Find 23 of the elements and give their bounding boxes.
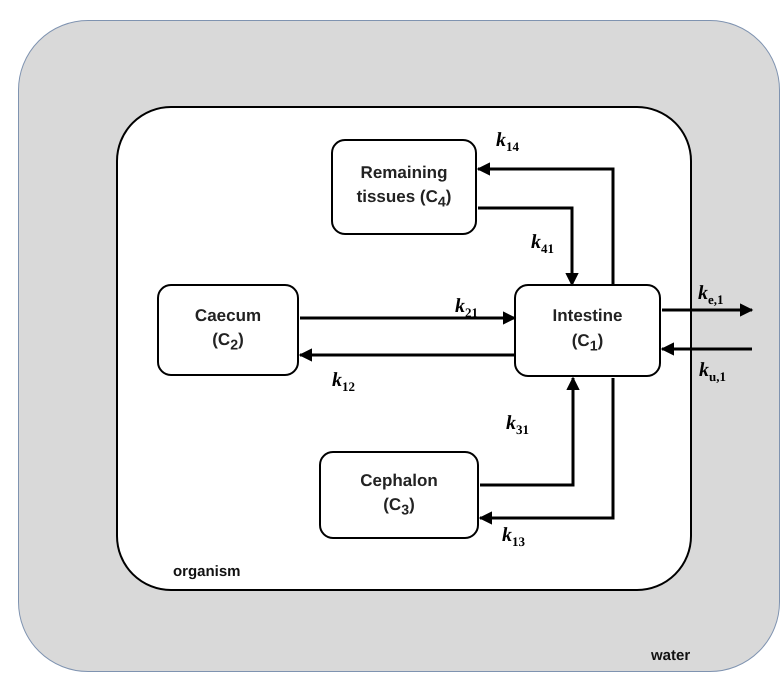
- compartment-box: Remaining tissues (C$_{4}$): [331, 139, 477, 235]
- rate-constant-label: k$_{e,1}$: [698, 283, 724, 306]
- compartment-box: Cephalon (C$_{3}$): [319, 451, 479, 539]
- rate-constant-label: k$_{u,1}$: [699, 360, 726, 383]
- organism-label: organism: [173, 563, 241, 580]
- rate-constant-label: k$_{13}$: [502, 525, 525, 548]
- water-label: water: [651, 647, 690, 664]
- arrow: [476, 162, 614, 285]
- rate-constant-label: k$_{12}$: [332, 370, 355, 393]
- rate-constant-label: k$_{41}$: [531, 232, 554, 255]
- rate-constant-label: k$_{14}$: [496, 130, 519, 153]
- arrow: [478, 378, 614, 525]
- organism-region: [116, 106, 692, 591]
- compartment-box: Caecum (C$_{2}$): [157, 284, 299, 376]
- arrow: [300, 311, 516, 325]
- arrow: [478, 206, 579, 286]
- arrow: [662, 303, 754, 317]
- arrow: [480, 376, 580, 486]
- arrow: [298, 348, 515, 362]
- rate-constant-label: k$_{31}$: [506, 413, 529, 436]
- arrow: [660, 342, 752, 356]
- compartment-box: Intestine (C$_{1}$): [514, 284, 661, 377]
- water-region: [18, 20, 780, 672]
